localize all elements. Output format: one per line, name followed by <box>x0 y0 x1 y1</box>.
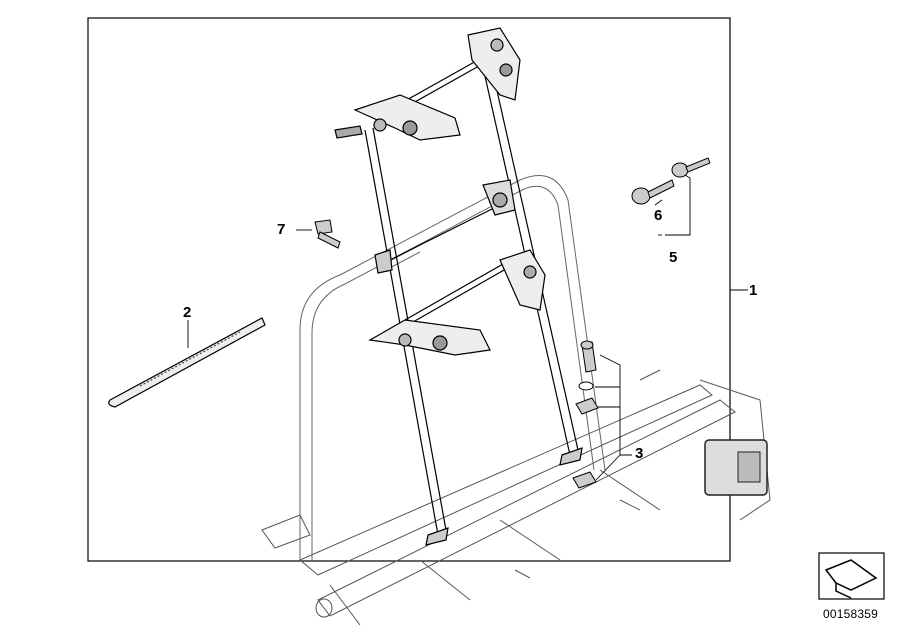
assembly-frame <box>87 17 731 562</box>
callout-6: 6 <box>654 207 663 224</box>
callout-3: 3 <box>635 445 644 462</box>
callout-2: 2 <box>183 304 192 321</box>
callout-7: 7 <box>277 221 286 238</box>
leader-lines <box>187 174 748 481</box>
navigation-arrow-icon <box>818 552 885 600</box>
vehicle-rail <box>261 369 771 626</box>
rack-structure <box>334 27 583 546</box>
pin-part <box>314 219 341 249</box>
screw-part <box>572 340 599 489</box>
key-part <box>631 157 711 205</box>
strap-part <box>108 317 266 408</box>
callout-1: 1 <box>749 282 758 299</box>
callout-5: 5 <box>669 249 678 266</box>
document-number: 00158359 <box>823 607 878 621</box>
